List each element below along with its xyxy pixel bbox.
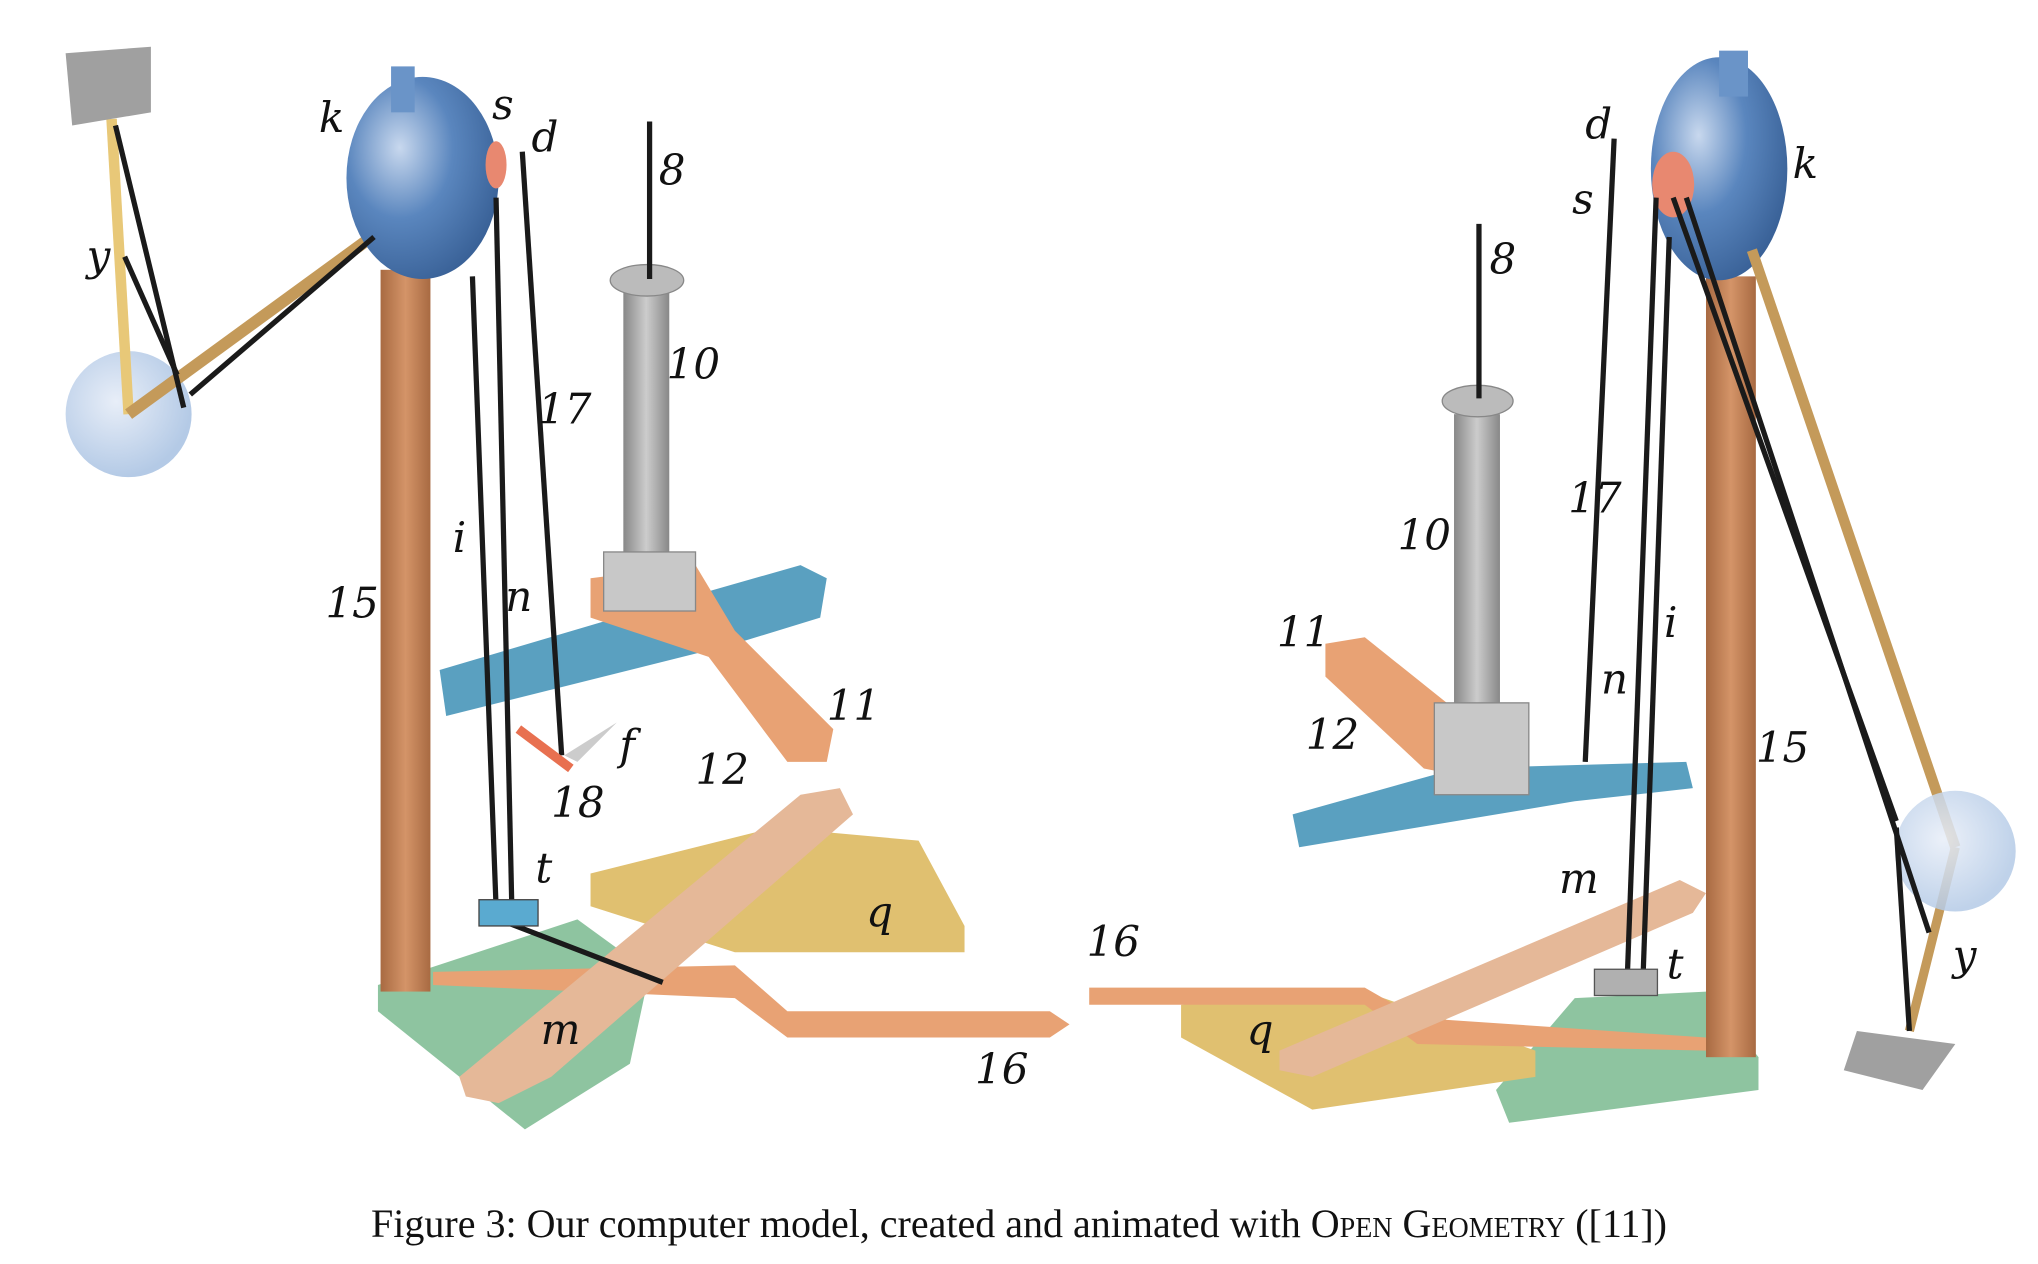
label-16: 16 — [1087, 917, 1140, 966]
label-17: 17 — [538, 384, 592, 433]
labels-left: k s d 8 y 10 17 i 15 n 11 f 12 18 t q m … — [85, 80, 1029, 1094]
label-15: 15 — [325, 579, 378, 628]
sphere-axle — [1719, 50, 1748, 97]
sphere-k — [346, 76, 499, 279]
label-y: y — [1951, 930, 1978, 979]
pulley-s — [485, 141, 507, 189]
labels-right: d k s 8 17 10 i 11 n 12 15 m 16 t y q — [1087, 100, 1978, 1054]
cord — [1683, 196, 1932, 934]
label-m: m — [541, 1005, 581, 1054]
label-17: 17 — [1568, 474, 1622, 523]
board — [1292, 761, 1693, 848]
caption-prefix: Figure 3: Our computer model, created an… — [371, 1201, 1311, 1246]
label-t: t — [1667, 939, 1684, 988]
cord-n — [493, 197, 515, 907]
label-15: 15 — [1756, 723, 1809, 772]
lever-m — [459, 788, 853, 1104]
label-m: m — [1559, 854, 1599, 903]
label-10: 10 — [1398, 510, 1451, 559]
label-f: f — [616, 720, 641, 769]
base-plate — [1496, 991, 1759, 1123]
cord — [112, 124, 187, 409]
cord-17 — [1582, 138, 1617, 763]
label-n: n — [505, 572, 532, 621]
label-12: 12 — [1306, 710, 1359, 759]
arm-11 — [1325, 637, 1464, 776]
label-s: s — [492, 80, 514, 129]
label-8: 8 — [1489, 235, 1516, 284]
ball-joint — [1894, 790, 2016, 912]
slider-t — [1593, 968, 1659, 997]
figure-caption: Figure 3: Our computer model, created an… — [0, 1200, 2038, 1247]
label-11: 11 — [1277, 607, 1330, 656]
label-q: q — [1247, 1005, 1274, 1054]
label-i: i — [1664, 598, 1677, 647]
label-11: 11 — [827, 681, 880, 730]
left-model — [65, 46, 1070, 1130]
pulley-s — [1652, 151, 1695, 218]
cord-n — [1624, 197, 1659, 979]
caption-suffix: ([11]) — [1565, 1201, 1667, 1246]
slider-t — [478, 899, 539, 927]
label-i: i — [453, 513, 466, 562]
label-16: 16 — [975, 1044, 1028, 1093]
rod-arm — [125, 225, 385, 419]
label-q: q — [866, 887, 893, 936]
label-k: k — [1793, 139, 1818, 188]
label-k: k — [319, 93, 344, 142]
post-15 — [380, 269, 431, 992]
column-block — [1433, 702, 1530, 796]
label-s: s — [1572, 174, 1594, 223]
cord-17 — [519, 151, 565, 756]
column-10 — [623, 282, 670, 579]
column-cap — [609, 263, 685, 297]
label-d: d — [1585, 100, 1612, 149]
label-12: 12 — [696, 745, 749, 794]
hand — [65, 46, 151, 126]
rod-arm — [1746, 248, 1961, 849]
cord-i — [1640, 236, 1672, 979]
label-18: 18 — [551, 778, 604, 827]
label-t: t — [535, 844, 552, 893]
board — [439, 565, 827, 716]
right-model — [1089, 50, 2016, 1123]
cord — [1893, 827, 1913, 1032]
label-8: 8 — [659, 146, 686, 195]
lever-m — [1279, 880, 1706, 1077]
label-n: n — [1601, 655, 1628, 704]
cord — [188, 235, 376, 397]
hand — [1843, 1030, 1956, 1090]
rod-y — [106, 118, 134, 415]
column-block — [603, 551, 697, 612]
label-y: y — [85, 231, 112, 280]
label-10: 10 — [667, 340, 720, 389]
cord — [497, 916, 664, 985]
label-d: d — [531, 113, 558, 162]
column-10 — [1454, 414, 1500, 710]
cord-i — [469, 276, 499, 907]
arm-11 — [590, 565, 834, 762]
sphere-axle — [391, 66, 415, 113]
pointer-18 — [515, 725, 574, 773]
pointer-f — [564, 722, 617, 762]
caption-software-name: Open Geometry — [1310, 1201, 1566, 1246]
